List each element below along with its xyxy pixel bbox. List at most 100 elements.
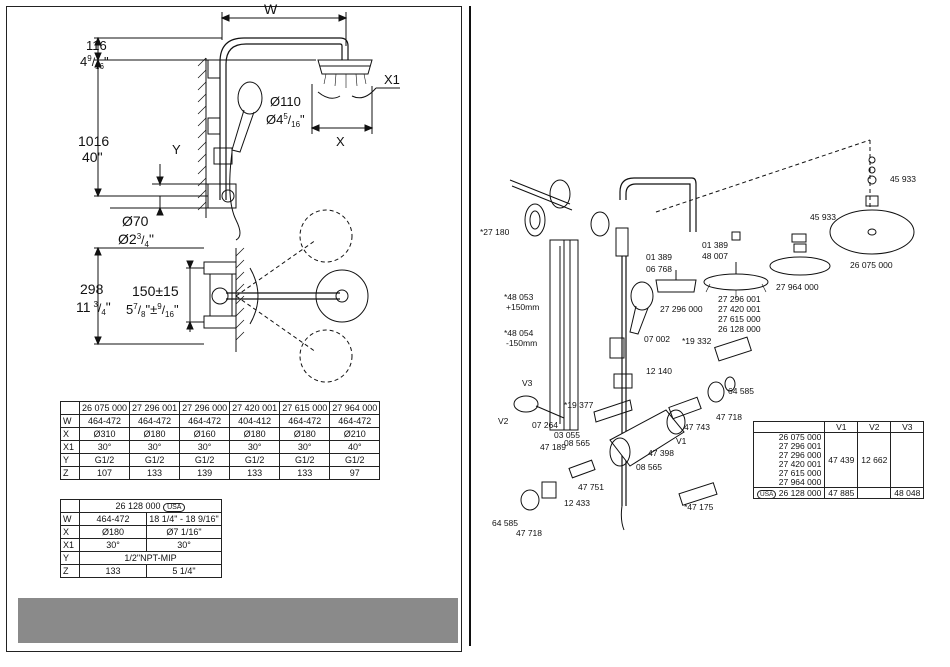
table-cell: 464-472: [179, 414, 231, 428]
table-row: Y 1/2"NPT-MIP: [60, 551, 222, 565]
table-cell: [752, 421, 826, 433]
svg-text:Ø23/4": Ø23/4": [118, 231, 154, 249]
table-cell: Ø180: [129, 427, 181, 441]
left-panel-frame: [6, 6, 462, 652]
usa-dimension-table: 26 128 000 USA W 464-472 18 1/4" - 18 9/…: [60, 499, 222, 578]
part-07264: 07 264: [532, 420, 558, 430]
usa-badge: USA: [757, 490, 777, 499]
dim-x: X: [336, 134, 345, 149]
part-48054-len: -150mm: [506, 338, 537, 348]
dim-d70-den: 4: [144, 240, 149, 249]
part-v2: V2: [498, 416, 509, 426]
table-cell: 404-412: [229, 414, 281, 428]
table-cell: 464-472: [279, 414, 331, 428]
dim-150-mm: 150±15: [132, 283, 179, 299]
table-cell: 464-472: [129, 414, 181, 428]
part-48053: *48 053: [504, 292, 534, 302]
part-08565-a: 08 565: [564, 438, 590, 448]
part-v1: V1: [676, 436, 687, 446]
model-code: 26 075 000: [778, 432, 822, 442]
table-row: USA 26 128 000 47 885 48 048: [752, 487, 925, 499]
table-cell: 40°: [329, 440, 381, 454]
table-cell: 26 075 000: [78, 401, 131, 415]
dim-298-num: 3: [94, 300, 99, 309]
usa-badge: USA: [163, 503, 186, 512]
table-cell: Ø160: [179, 427, 231, 441]
table-cell: X: [60, 525, 80, 539]
model-code: 26 128 000: [778, 488, 822, 498]
table-cell: 464-472: [79, 512, 147, 526]
part-12433: 12 433: [564, 498, 590, 508]
table-cell: G1/2: [279, 453, 331, 467]
table-cell: X1: [60, 538, 80, 552]
part-26128000: 26 128 000: [718, 324, 761, 334]
table-cell: X1: [60, 440, 80, 454]
table-cell: [890, 432, 925, 488]
table-cell: 107: [78, 466, 131, 480]
dim-w: W: [264, 1, 278, 17]
table-cell: 30°: [78, 440, 131, 454]
table-cell: 30°: [129, 440, 181, 454]
dim-x1: X1: [384, 72, 400, 87]
gray-footer-bar: [18, 598, 458, 643]
part-v3: V3: [522, 378, 533, 388]
table-cell: 30°: [279, 440, 331, 454]
table-cell: 47 885: [824, 487, 859, 499]
part-27615000: 27 615 000: [718, 314, 761, 324]
part-19377: *19 377: [564, 400, 594, 410]
table-header-row: 26 128 000 USA: [60, 499, 222, 513]
part-64585-b: 64 585: [492, 518, 518, 528]
table-header-row: V1 V2 V3: [752, 421, 925, 433]
table-cell: 30°: [146, 538, 222, 552]
part-27296001: 27 296 001: [718, 294, 761, 304]
model-code: 27 615 000: [778, 468, 822, 478]
part-64585-a: 64 585: [728, 386, 754, 396]
model-code: 27 296 000: [778, 450, 822, 460]
table-row: X1 30° 30° 30° 30° 30° 40°: [60, 440, 381, 454]
dim-d110-in: Ø4: [266, 112, 283, 127]
table-cell: Z: [60, 564, 80, 578]
table-cell: 464-472: [78, 414, 131, 428]
table-row: 26 075 000 27 296 001 27 296 000 27 420 …: [752, 432, 925, 488]
dim-1016-mm: 1016: [78, 133, 109, 149]
part-08565-b: 08 565: [636, 462, 662, 472]
cartridge-table: V1 V2 V3 26 075 000 27 296 001 27 296 00…: [752, 421, 925, 499]
dim-d70-num: 3: [137, 232, 142, 241]
table-cell: G1/2: [78, 453, 131, 467]
part-48007: 48 007: [702, 251, 728, 261]
table-row: X1 30° 30°: [60, 538, 222, 552]
table-row: Z 107 133 139 133 133 97: [60, 466, 381, 480]
table-cell: 27 964 000: [329, 401, 381, 415]
part-47743: 47 743: [684, 422, 710, 432]
table-cell: V1: [824, 421, 859, 433]
table-cell: Ø210: [329, 427, 381, 441]
table-cell: X: [60, 427, 80, 441]
dim-150-num: 7: [133, 302, 138, 311]
panel-divider: [469, 6, 471, 646]
exploded-parts-diagram: *27 180 *48 053 +150mm *48 054 -150mm 01…: [480, 139, 916, 538]
dim-d110-den: 16: [291, 120, 300, 129]
table-cell: 27 615 000: [279, 401, 331, 415]
part-01389-a: 01 389: [646, 252, 672, 262]
dim-d70-mm: Ø70: [122, 213, 149, 229]
part-03055: 03 055: [554, 430, 580, 440]
dim-y: Y: [172, 142, 181, 157]
dim-298-mm: 298: [80, 281, 104, 297]
table-cell: G1/2: [179, 453, 231, 467]
part-47175: *47 175: [684, 502, 714, 512]
table-cell: 47 439: [824, 432, 859, 488]
dim-298-in: 11: [76, 299, 91, 315]
part-47189: 47 189: [540, 442, 566, 452]
table-cell: V3: [890, 421, 925, 433]
dim-d110-num: 5: [283, 112, 288, 121]
dim-150-tol-num: 9: [157, 302, 162, 311]
table-cell: 27 420 001: [229, 401, 281, 415]
table-cell: 27 296 001: [129, 401, 181, 415]
dim-d110-mm: Ø110: [270, 94, 301, 109]
part-45933-b: 45 933: [810, 212, 836, 222]
dim-150-in: 5: [126, 302, 133, 317]
part-48053-len: +150mm: [506, 302, 539, 312]
table-cell: [857, 487, 892, 499]
table-cell: Ø180: [229, 427, 281, 441]
table-cell: [60, 401, 80, 415]
